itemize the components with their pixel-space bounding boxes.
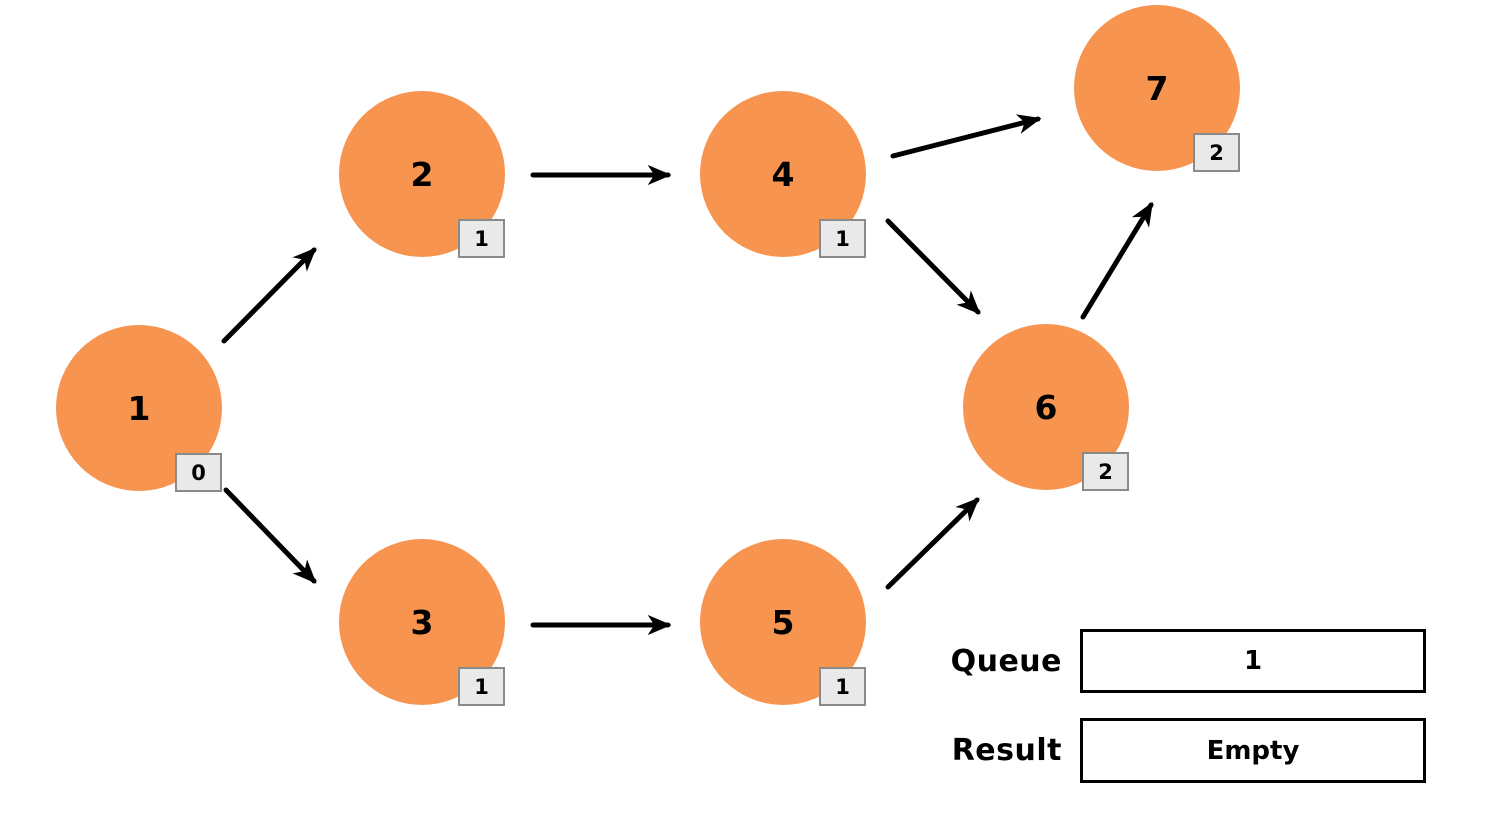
node-4-indegree-badge: 1 bbox=[819, 219, 866, 258]
edge-4-6 bbox=[885, 218, 981, 315]
graph-node-3: 3 1 bbox=[339, 539, 505, 706]
result-value: Empty bbox=[1206, 735, 1300, 766]
edge-4-7 bbox=[890, 114, 1042, 159]
graph-node-2: 2 1 bbox=[339, 91, 505, 258]
node-6-indegree-badge: 2 bbox=[1082, 452, 1129, 491]
edge-6-7 bbox=[1080, 201, 1154, 320]
node-5-label: 5 bbox=[771, 602, 795, 642]
node-7-indegree-badge: 2 bbox=[1193, 133, 1240, 172]
node-2-indegree-badge: 1 bbox=[458, 219, 505, 258]
edge-1-3 bbox=[223, 487, 317, 584]
node-7-label: 7 bbox=[1145, 68, 1169, 108]
graph-node-1: 1 0 bbox=[56, 325, 222, 492]
graph-node-4: 4 1 bbox=[700, 91, 866, 258]
queue-box: 1 bbox=[1080, 629, 1426, 693]
node-6-label: 6 bbox=[1034, 387, 1058, 427]
node-5-indegree-badge: 1 bbox=[819, 667, 866, 706]
node-3-indegree-badge: 1 bbox=[458, 667, 505, 706]
graph-node-6: 6 2 bbox=[963, 324, 1129, 491]
graph-node-5: 5 1 bbox=[700, 539, 866, 706]
queue-value: 1 bbox=[1243, 646, 1263, 676]
node-2-label: 2 bbox=[410, 154, 434, 194]
graph-node-7: 7 2 bbox=[1074, 5, 1240, 172]
node-1-label: 1 bbox=[127, 388, 151, 428]
node-1-indegree-badge: 0 bbox=[175, 453, 222, 492]
queue-label: Queue bbox=[950, 643, 1062, 679]
node-3-label: 3 bbox=[410, 602, 434, 642]
edge-5-6 bbox=[885, 497, 980, 590]
node-4-label: 4 bbox=[771, 154, 795, 194]
result-label: Result bbox=[951, 733, 1062, 768]
edge-1-2 bbox=[221, 247, 317, 344]
result-box: Empty bbox=[1080, 718, 1426, 783]
